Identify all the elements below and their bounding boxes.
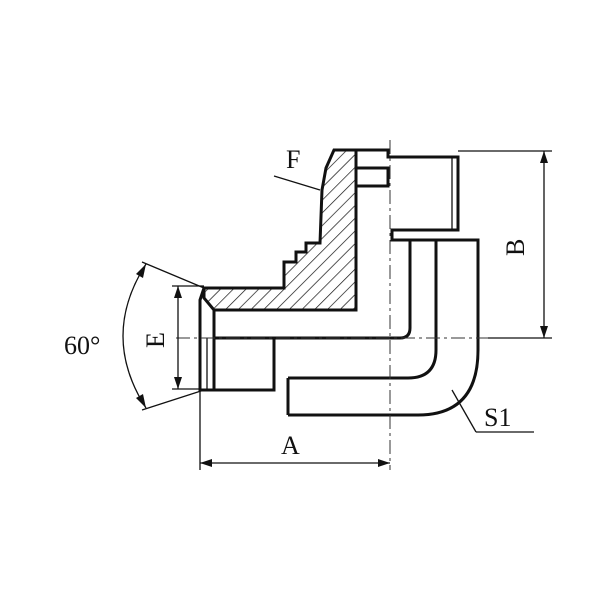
angle-arrow-bottom: [136, 394, 146, 408]
label-e: E: [141, 332, 170, 348]
inner-bore: [214, 240, 412, 340]
angle-leg-top: [141, 261, 205, 289]
elbow-outer-bend: [288, 238, 480, 417]
label-b: B: [501, 239, 530, 256]
label-f: F: [286, 145, 300, 174]
top-thread-outline: [356, 148, 460, 242]
leader-s1: [451, 389, 477, 433]
label-angle: 60°: [64, 331, 100, 360]
label-s1: S1: [484, 403, 511, 432]
dim-b-arrow-top: [540, 151, 548, 163]
leader-f: [273, 175, 321, 191]
dim-a-arrow-right: [378, 459, 390, 467]
elbow-inner-bend: [288, 240, 438, 380]
label-a: A: [281, 431, 300, 460]
top-chamfer: [356, 166, 390, 188]
angle-leg-bottom: [141, 389, 205, 411]
dim-a-arrow-left: [200, 459, 212, 467]
angle-arc: [122, 263, 147, 409]
dim-b-arrow-bottom: [540, 326, 548, 338]
angle-arrow-top: [136, 264, 146, 278]
hatched-section: [202, 148, 358, 312]
dim-e-arrow-top: [174, 286, 182, 298]
dim-e-arrow-bottom: [174, 377, 182, 389]
